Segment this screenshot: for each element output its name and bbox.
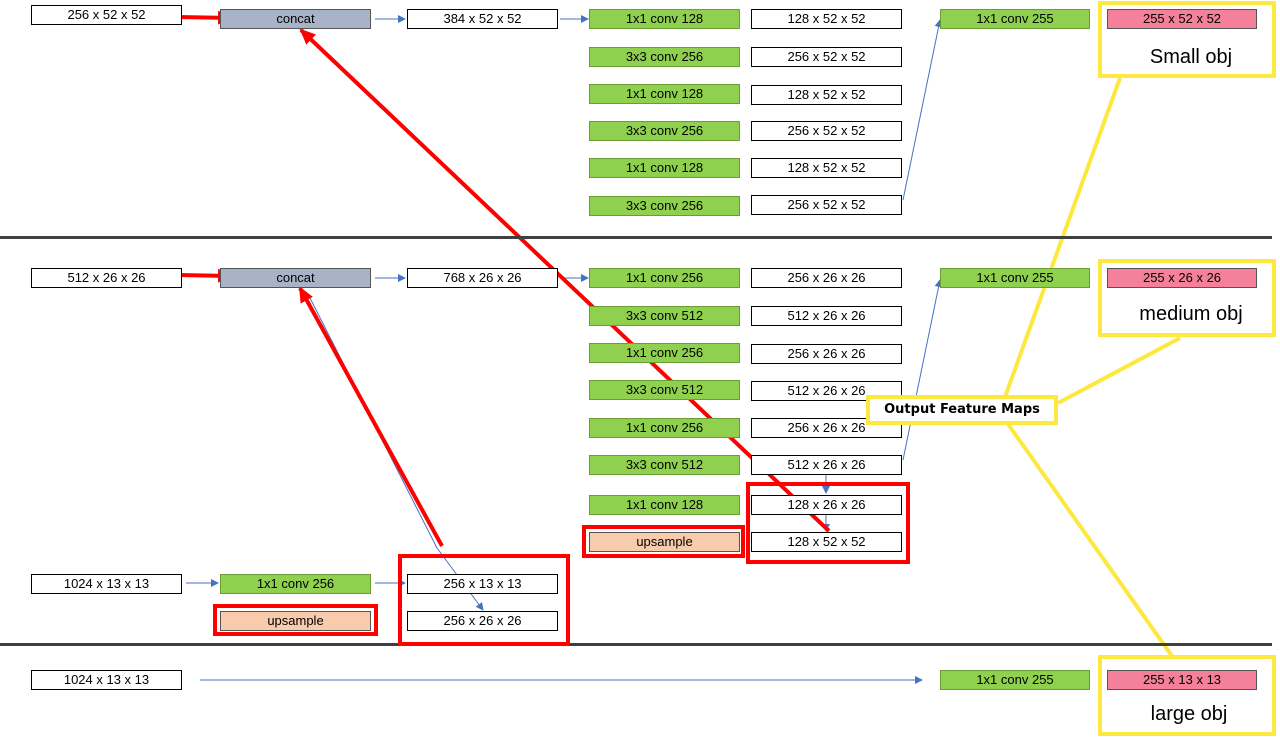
- large-upsample-out: 256 x 26 x 26: [407, 611, 558, 631]
- large-input-tensor: 1024 x 13 x 13: [31, 670, 182, 690]
- medium-head-conv: 1x1 conv 255: [940, 268, 1090, 288]
- small-conv-1: 1x1 conv 128: [589, 9, 740, 29]
- small-head-conv: 1x1 conv 255: [940, 9, 1090, 29]
- small-conv-out-5: 128 x 52 x 52: [751, 158, 902, 178]
- small-conv-out-1: 128 x 52 x 52: [751, 9, 902, 29]
- medium-branch-conv: 1x1 conv 128: [589, 495, 740, 515]
- medium-output-tensor: 255 x 26 x 26: [1107, 268, 1257, 288]
- medium-output-frame: [1098, 259, 1276, 337]
- small-concat-output: 384 x 52 x 52: [407, 9, 558, 29]
- medium-branch-frame: [746, 482, 910, 564]
- medium-conv-out-6: 512 x 26 x 26: [751, 455, 902, 475]
- medium-conv-4: 3x3 conv 512: [589, 380, 740, 400]
- small-conv-out-6: 256 x 52 x 52: [751, 195, 902, 215]
- medium-upsample-block: upsample: [589, 532, 740, 552]
- small-conv-out-2: 256 x 52 x 52: [751, 47, 902, 67]
- row-separator: [0, 643, 1272, 646]
- large-head-conv: 1x1 conv 255: [940, 670, 1090, 690]
- small-obj-label: Small obj: [1149, 46, 1233, 68]
- medium-conv-out-4: 512 x 26 x 26: [751, 381, 902, 401]
- medium-input-tensor: 512 x 26 x 26: [31, 268, 182, 288]
- small-input-tensor: 256 x 52 x 52: [31, 5, 182, 25]
- medium-concat-output: 768 x 26 x 26: [407, 268, 558, 288]
- small-conv-5: 1x1 conv 128: [589, 158, 740, 178]
- callout-lines: [1003, 77, 1181, 658]
- large-branch-input: 1024 x 13 x 13: [31, 574, 182, 594]
- medium-conv-3: 1x1 conv 256: [589, 343, 740, 363]
- medium-conv-1: 1x1 conv 256: [589, 268, 740, 288]
- medium-conv-2: 3x3 conv 512: [589, 306, 740, 326]
- large-branch-conv: 1x1 conv 256: [220, 574, 371, 594]
- medium-conv-5: 1x1 conv 256: [589, 418, 740, 438]
- medium-branch-conv-out: 128 x 26 x 26: [751, 495, 902, 515]
- small-conv-2: 3x3 conv 256: [589, 47, 740, 67]
- medium-upsample-out: 128 x 52 x 52: [751, 532, 902, 552]
- large-obj-label: large obj: [1150, 703, 1228, 725]
- large-upsample-block: upsample: [220, 611, 371, 631]
- flow-arrows: [186, 15, 943, 684]
- small-conv-out-4: 256 x 52 x 52: [751, 121, 902, 141]
- small-conv-6: 3x3 conv 256: [589, 196, 740, 216]
- large-output-frame: [1098, 655, 1276, 736]
- row-separator: [0, 236, 1272, 239]
- small-conv-4: 3x3 conv 256: [589, 121, 740, 141]
- large-branch-conv-out: 256 x 13 x 13: [407, 574, 558, 594]
- small-output-tensor: 255 x 52 x 52: [1107, 9, 1257, 29]
- large-branch-frame: [398, 554, 570, 646]
- medium-obj-label: medium obj: [1139, 303, 1243, 325]
- small-output-frame: [1098, 1, 1276, 78]
- small-concat-block: concat: [220, 9, 371, 29]
- medium-upsample-frame: [582, 525, 745, 558]
- medium-conv-out-2: 512 x 26 x 26: [751, 306, 902, 326]
- large-output-tensor: 255 x 13 x 13: [1107, 670, 1257, 690]
- small-conv-3: 1x1 conv 128: [589, 84, 740, 104]
- medium-conv-out-1: 256 x 26 x 26: [751, 268, 902, 288]
- medium-conv-out-5: 256 x 26 x 26: [751, 418, 902, 438]
- medium-conv-out-3: 256 x 26 x 26: [751, 344, 902, 364]
- medium-conv-6: 3x3 conv 512: [589, 455, 740, 475]
- output-feature-maps-callout: Output Feature Maps: [866, 395, 1058, 425]
- large-upsample-frame: [213, 604, 378, 636]
- small-conv-out-3: 128 x 52 x 52: [751, 85, 902, 105]
- medium-concat-block: concat: [220, 268, 371, 288]
